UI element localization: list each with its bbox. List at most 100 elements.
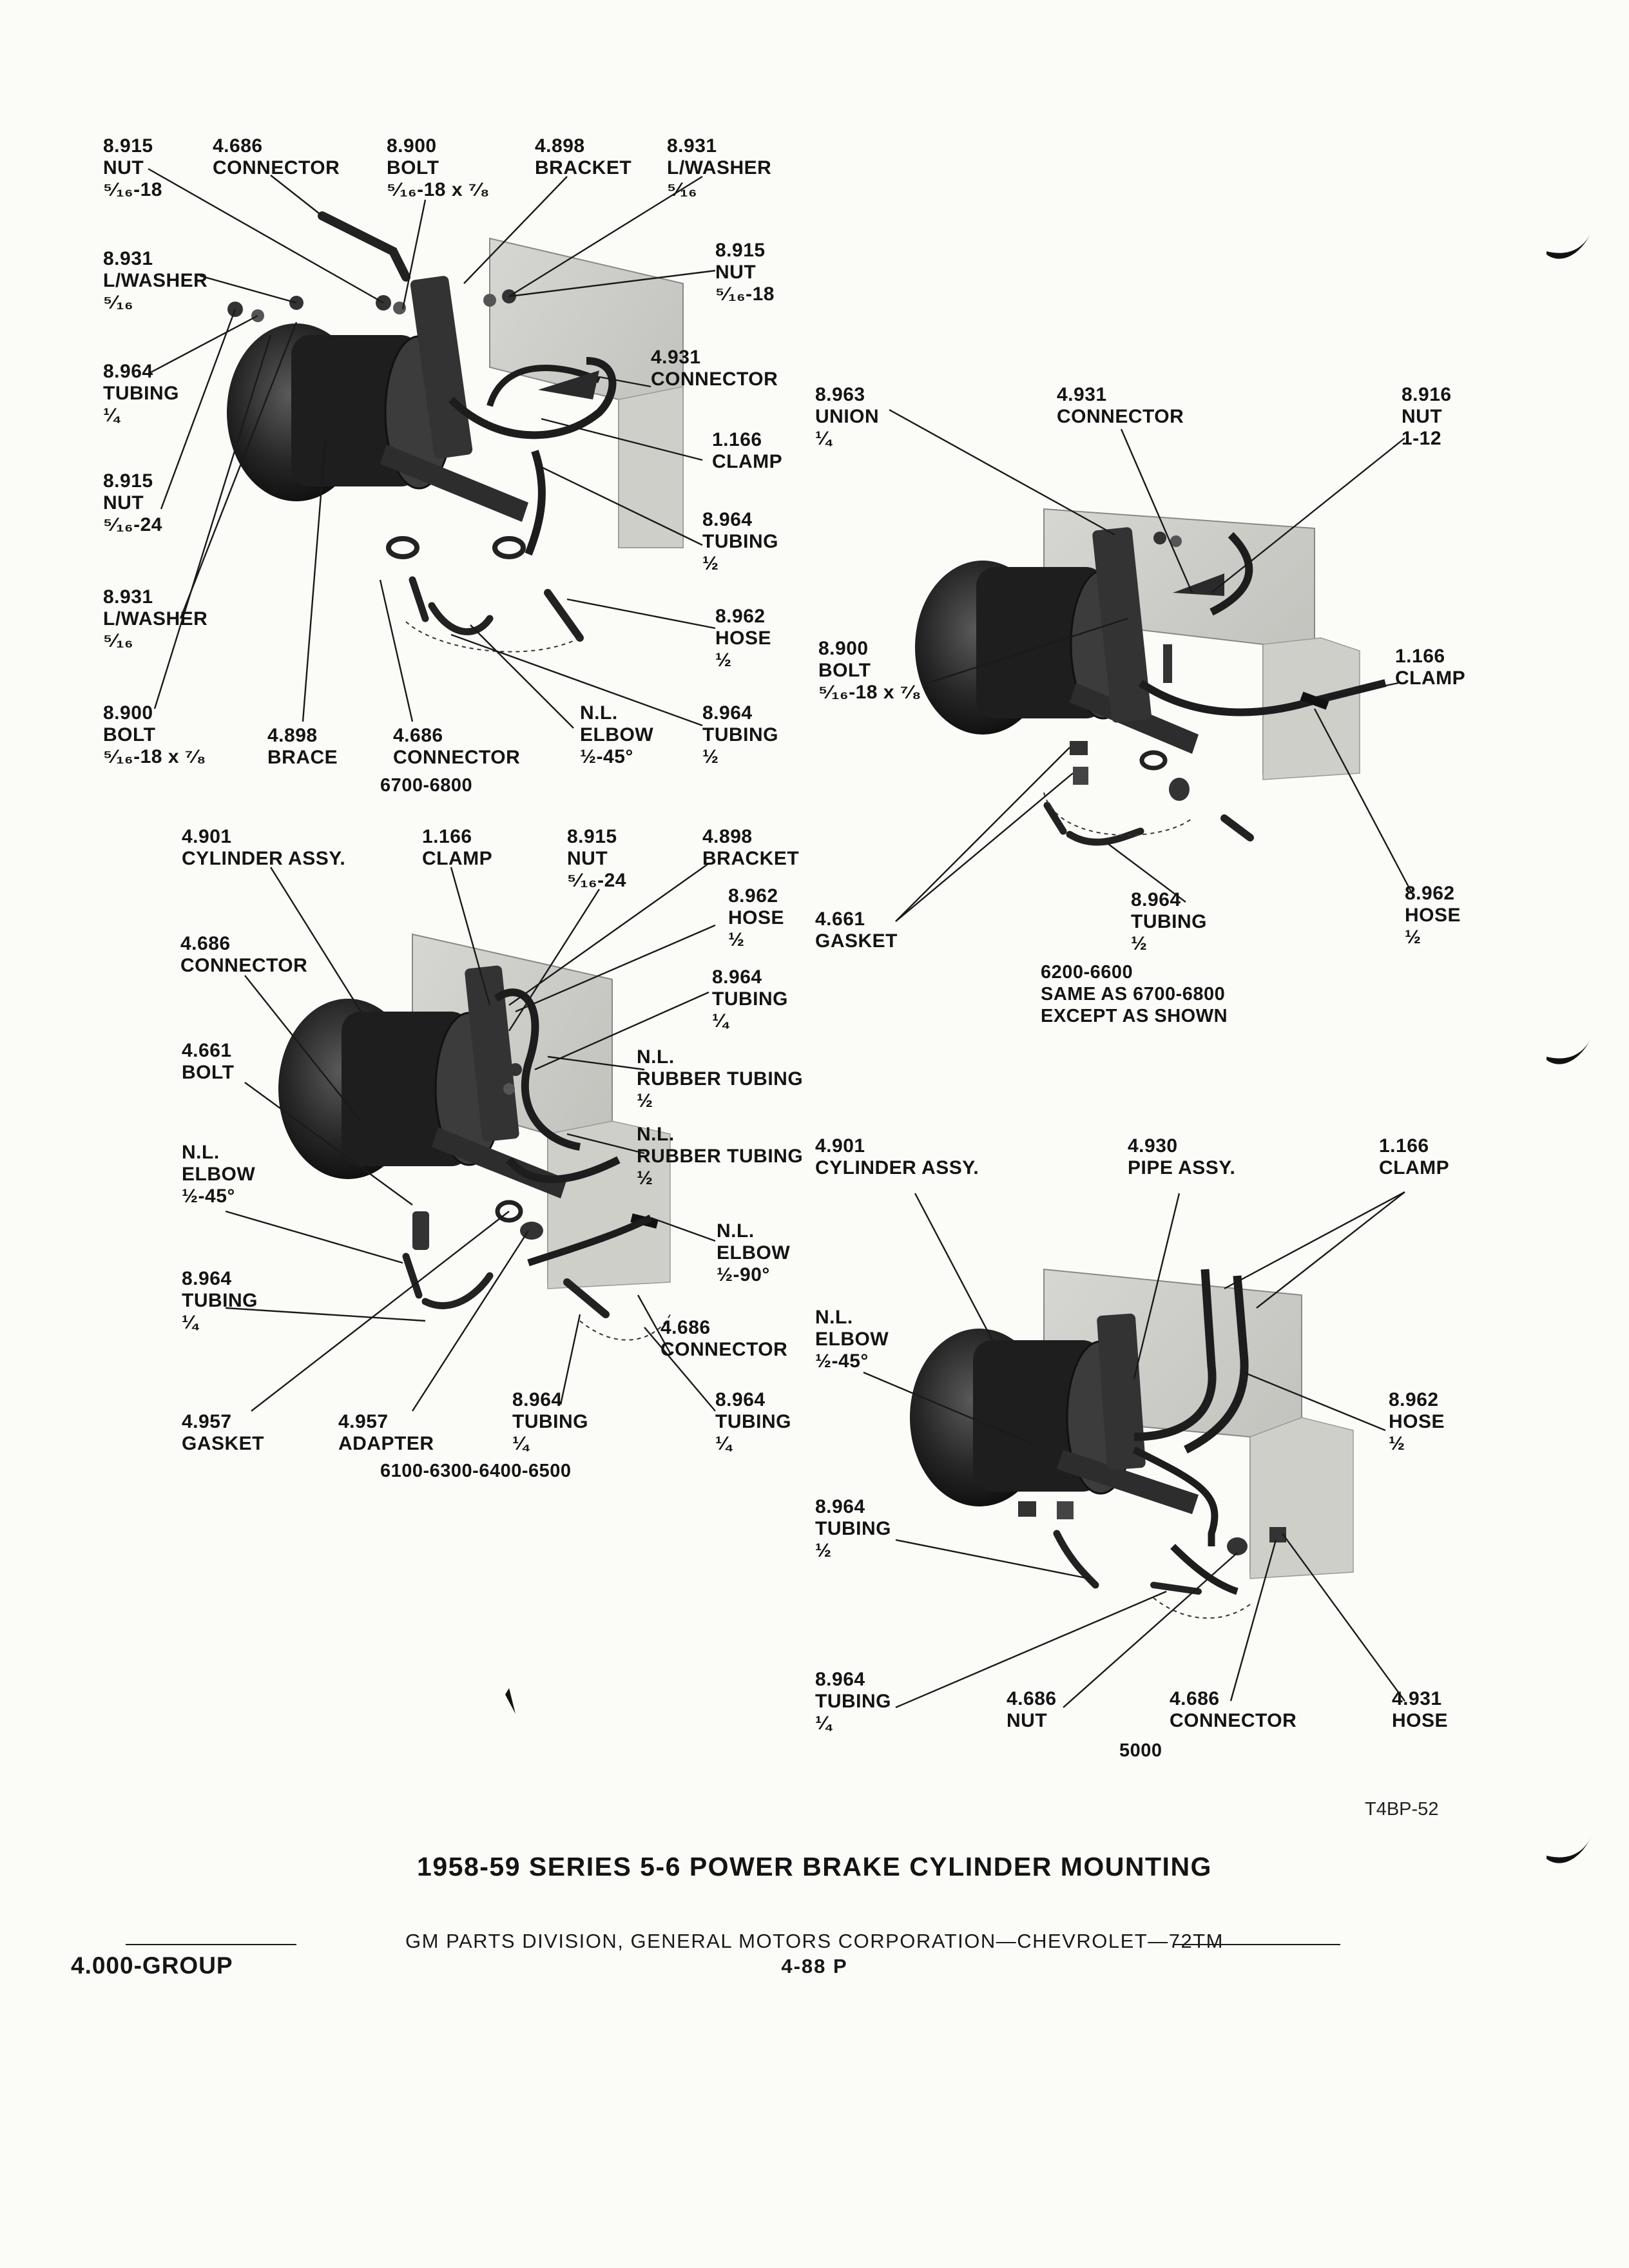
diagram-1-caption: 6700-6800: [380, 774, 472, 796]
callout-hose: 4.931 HOSE: [1392, 1688, 1448, 1732]
callout-nut: 4.686 NUT: [1007, 1688, 1057, 1732]
part-number: 4.898: [702, 826, 753, 847]
part-name: BRACKET: [702, 848, 800, 869]
part-name: CLAMP: [712, 451, 783, 472]
part-size: 1-12: [1402, 428, 1442, 449]
part-number: 8.931: [667, 135, 717, 157]
part-number: 4.901: [815, 1135, 865, 1157]
part-name: NUT: [103, 492, 144, 514]
part-name: CLAMP: [1395, 668, 1466, 689]
callout-clamp: 1.166 CLAMP: [1379, 1135, 1449, 1179]
part-number: 8.915: [567, 826, 617, 847]
part-size: ¼: [712, 1010, 729, 1032]
callout-tubing: 8.964 TUBING ¼: [182, 1268, 258, 1334]
callout-clamp: 1.166 CLAMP: [1395, 646, 1465, 689]
diagram-4-drawing: [910, 1268, 1354, 1619]
part-number: 8.964: [512, 1389, 563, 1410]
part-number: 4.898: [535, 135, 585, 157]
part-size: ½: [728, 929, 745, 950]
caption-note: SAME AS 6700-6800: [1041, 984, 1226, 1004]
part-size: ⁵⁄₁₆-24: [567, 870, 626, 891]
part-number: 1.166: [712, 429, 762, 450]
part-number: 8.915: [103, 470, 153, 492]
part-name: PIPE ASSY.: [1128, 1157, 1236, 1178]
part-name: TUBING: [182, 1290, 258, 1311]
part-name: HOSE: [1405, 905, 1461, 926]
callout-lock-washer: 8.931 L/WASHER ⁵⁄₁₆: [103, 586, 207, 652]
figure-reference: T4BP-52: [1365, 1799, 1439, 1820]
part-name: CONNECTOR: [1170, 1710, 1297, 1731]
caption-note: EXCEPT AS SHOWN: [1041, 1006, 1228, 1026]
part-size: ⁵⁄₁₆: [103, 292, 134, 313]
part-number: 4.686: [180, 933, 231, 954]
part-size: ¼: [103, 405, 120, 426]
part-number: 4.686: [393, 725, 443, 746]
part-size: ½: [815, 1540, 832, 1561]
part-name: CONNECTOR: [651, 369, 778, 390]
part-name: NUT: [103, 157, 144, 178]
part-number: N.L.: [637, 1046, 675, 1068]
callout-bolt: 8.900 BOLT ⁵⁄₁₆-18 x ⁷⁄₈: [818, 638, 921, 704]
part-name: CONNECTOR: [660, 1339, 788, 1360]
part-name: ADAPTER: [338, 1433, 434, 1454]
part-name: BRACKET: [535, 157, 632, 178]
part-name: TUBING: [103, 383, 179, 404]
callout-elbow: N.L. ELBOW ½-45°: [815, 1307, 889, 1372]
part-number: 4.661: [182, 1040, 232, 1061]
part-number: 4.898: [267, 725, 318, 746]
callout-connector: 4.686 CONNECTOR: [213, 135, 340, 179]
callout-tubing: 8.964 TUBING ¼: [103, 361, 179, 427]
part-name: L/WASHER: [667, 157, 772, 178]
diagram-2-caption: 6200-6600 SAME AS 6700-6800 EXCEPT AS SH…: [1041, 961, 1228, 1027]
callout-clamp: 1.166 CLAMP: [712, 429, 782, 473]
part-number: 1.166: [422, 826, 472, 847]
part-size: ¼: [512, 1433, 529, 1454]
part-number: 8.900: [818, 638, 869, 659]
model-range: 6700-6800: [380, 775, 473, 796]
part-number: 1.166: [1379, 1135, 1429, 1157]
model-range: 6200-6600: [1041, 962, 1133, 983]
part-size: ½: [702, 746, 719, 767]
part-number: 8.962: [1389, 1389, 1439, 1410]
part-size: ½: [637, 1168, 653, 1189]
footer-rule-left: [126, 1944, 296, 1945]
callout-cylinder-assembly: 4.901 CYLINDER ASSY.: [815, 1135, 979, 1179]
part-name: CONNECTOR: [213, 157, 340, 178]
part-name: NUT: [715, 262, 757, 283]
part-size: ½: [1405, 927, 1422, 948]
part-number: 4.957: [338, 1411, 389, 1432]
part-size: ½-90°: [717, 1264, 770, 1285]
part-name: NUT: [567, 848, 608, 869]
part-name: CLAMP: [1379, 1157, 1450, 1178]
callout-gasket: 4.661 GASKET: [815, 908, 898, 952]
page-number: 4-88 P: [781, 1955, 848, 1977]
diagram-4-caption: 5000: [1119, 1740, 1162, 1762]
diagram-4-leaders: [863, 1191, 1405, 1709]
part-number: 8.964: [715, 1389, 766, 1410]
part-name: TUBING: [815, 1691, 891, 1712]
footer-publisher: GM PARTS DIVISION, GENERAL MOTORS CORPOR…: [405, 1930, 1224, 1952]
callout-nut: 8.915 NUT ⁵⁄₁₆-18: [715, 240, 775, 305]
callout-bracket: 4.898 BRACKET: [702, 826, 799, 870]
part-name: CYLINDER ASSY.: [182, 848, 346, 869]
part-name: ELBOW: [182, 1164, 256, 1185]
part-name: TUBING: [1131, 911, 1207, 932]
part-name: ELBOW: [580, 724, 654, 745]
part-name: HOSE: [1389, 1411, 1445, 1432]
part-size: ⁵⁄₁₆-24: [103, 514, 162, 535]
part-number: 1.166: [1395, 646, 1445, 667]
part-size: ⁵⁄₁₆: [103, 630, 134, 651]
callout-connector: 4.686 CONNECTOR: [1170, 1688, 1296, 1732]
callout-connector: 4.931 CONNECTOR: [1057, 384, 1184, 428]
callout-tubing: 8.964 TUBING ½: [702, 702, 778, 768]
part-size: ½: [715, 649, 732, 671]
callout-lock-washer: 8.931 L/WASHER ⁵⁄₁₆: [667, 135, 771, 201]
callout-tubing: 8.964 TUBING ½: [702, 509, 778, 575]
footer-rule-right: [1173, 1944, 1340, 1945]
part-number: 4.931: [651, 347, 701, 368]
part-number: 8.964: [815, 1669, 865, 1690]
callout-bolt: 4.661 BOLT: [182, 1040, 234, 1084]
part-size: ⁵⁄₁₆-18 x ⁷⁄₈: [818, 682, 921, 703]
part-size: ⁵⁄₁₆-18 x ⁷⁄₈: [387, 179, 490, 200]
